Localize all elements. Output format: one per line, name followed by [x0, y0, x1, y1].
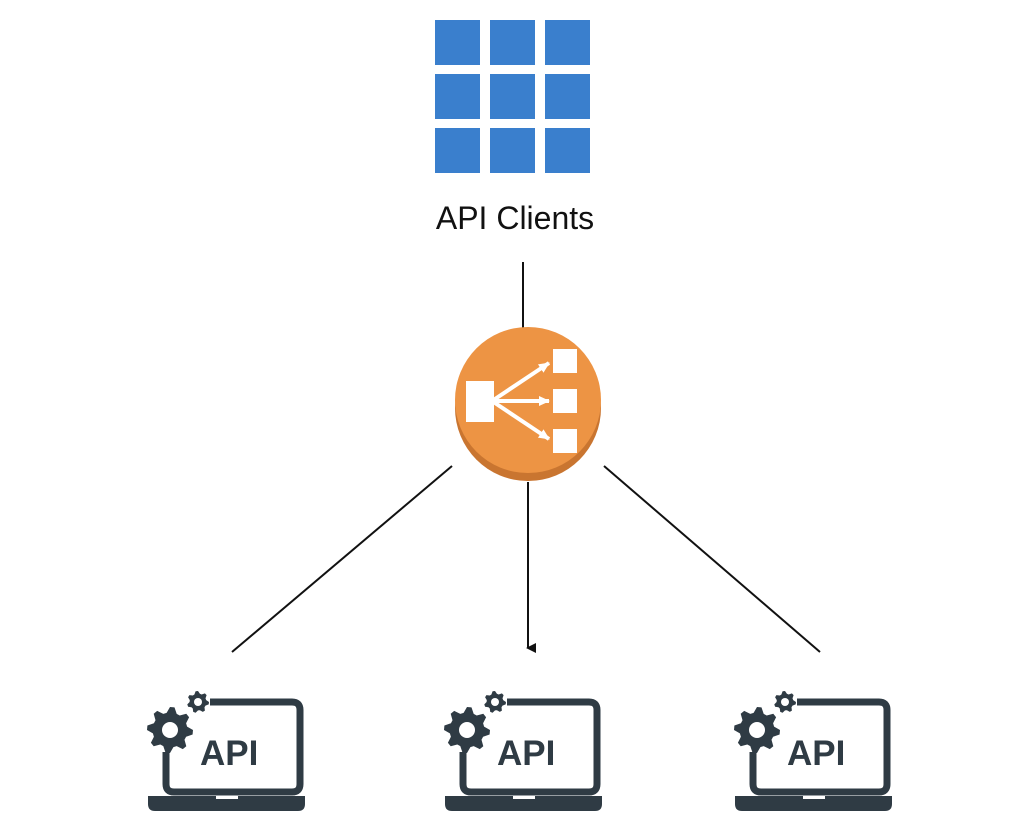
laptop-icon [148, 698, 305, 811]
load-balancer-icon [455, 327, 601, 481]
grid-cell [545, 128, 590, 173]
connector-lb-server-1 [231, 465, 453, 653]
grid-icon [435, 20, 590, 173]
api-label: API [200, 734, 258, 773]
grid-cell [490, 20, 535, 65]
gear-icon [187, 691, 209, 713]
clients-label: API Clients [436, 200, 594, 236]
grid-cell [490, 128, 535, 173]
api-label: API [497, 734, 555, 773]
api-label: API [787, 734, 845, 773]
grid-cell [490, 74, 535, 119]
api-server-3: API [734, 691, 892, 811]
gear-icon [774, 691, 796, 713]
laptop-icon [735, 698, 892, 811]
laptop-icon [445, 698, 602, 811]
grid-cell [545, 20, 590, 65]
gear-icon [444, 707, 490, 753]
grid-cell [435, 128, 480, 173]
grid-cell [435, 74, 480, 119]
grid-cell [435, 20, 480, 65]
gear-icon [147, 707, 193, 753]
gear-icon [484, 691, 506, 713]
gear-icon [734, 707, 780, 753]
grid-cell [545, 74, 590, 119]
api-server-1: API [147, 691, 305, 811]
api-server-2: API [444, 691, 602, 811]
connector-lb-server-3 [603, 465, 821, 653]
